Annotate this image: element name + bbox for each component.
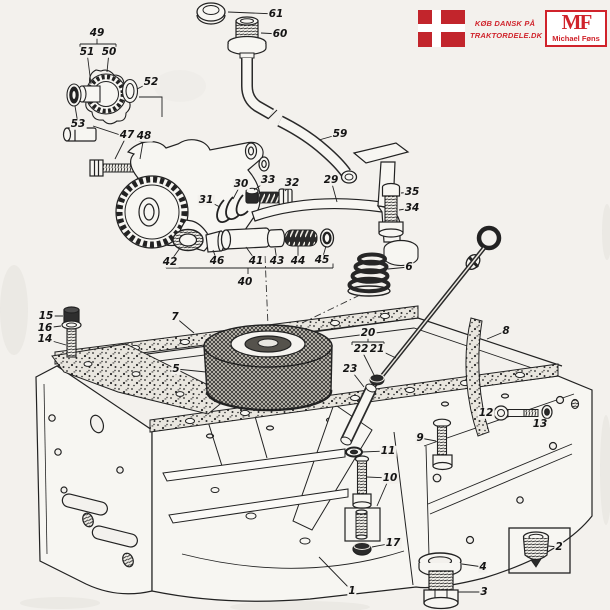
bolt-9 bbox=[432, 418, 453, 471]
brand-logo: MF Michael Føns bbox=[545, 10, 607, 47]
slogan-line2: TRAKTORDELE.DK bbox=[470, 31, 543, 40]
danish-flag-icon bbox=[418, 10, 465, 47]
vendor-logo: KØB DANSK PÅ TRAKTORDELE.DK MF Michael F… bbox=[418, 10, 607, 47]
assembly-axis-lines bbox=[264, 255, 361, 327]
brand-name: Michael Føns bbox=[552, 33, 600, 43]
bolt-12-washer-13 bbox=[493, 404, 553, 421]
idler-gear-assembly bbox=[66, 69, 191, 159]
oil-strainer-filter-5 bbox=[203, 324, 333, 412]
stud-bolt-set-10-11-17 bbox=[344, 446, 381, 556]
oil-pump-assembly bbox=[62, 127, 335, 253]
filler-cap-and-tube-assembly bbox=[196, 2, 358, 184]
brand-initials: MF bbox=[561, 10, 593, 34]
flange-bolt-set-14-15-16 bbox=[61, 306, 82, 358]
flange-gasket-patch bbox=[51, 343, 231, 415]
vendor-slogan: KØB DANSK PÅ TRAKTORDELE.DK bbox=[470, 18, 543, 42]
drain-plug-set-2-3-4 bbox=[418, 527, 571, 610]
corner-gasket-strip-8 bbox=[465, 317, 490, 437]
dipstick-assembly bbox=[340, 225, 502, 446]
slogan-line1: KØB DANSK PÅ bbox=[474, 19, 536, 28]
paper-smudges bbox=[0, 70, 610, 610]
support-bracket-assembly-29 bbox=[251, 142, 419, 297]
